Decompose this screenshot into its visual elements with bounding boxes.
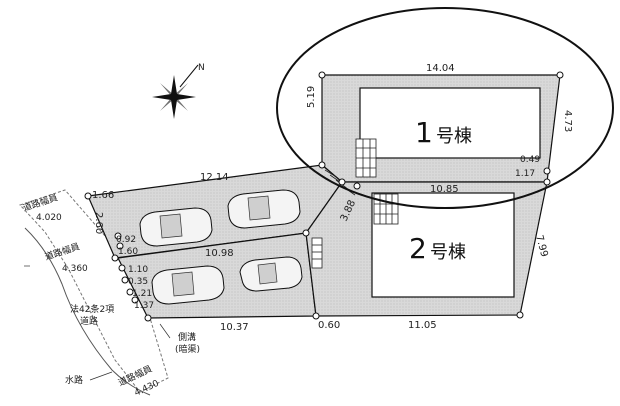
road-width-val-2: 4.360: [62, 264, 88, 274]
dim-upper-top: 12.14: [200, 172, 229, 183]
dim-upper-left-side: 2.60: [93, 212, 104, 234]
road-width-label-1: 道路幅員: [21, 191, 59, 214]
north-letter: N: [198, 63, 205, 73]
road-type-2: 道路: [80, 315, 98, 327]
dim-low-c: 1.21: [132, 289, 152, 299]
dim-b1-top: 14.04: [426, 63, 455, 74]
leader-lines: [24, 265, 171, 381]
entry-steps: [311, 237, 323, 269]
building1-footprint: [359, 87, 541, 159]
gutter-label-1: 側溝: [178, 331, 196, 343]
dim-b2-bottom: 11.05: [408, 320, 437, 331]
boundary-points: [84, 71, 564, 322]
building1-deck: [355, 138, 377, 178]
dim-mid-a: 0.92: [116, 235, 136, 245]
highlight-ellipse: [276, 7, 614, 209]
dim-lower-bottom: 10.37: [220, 322, 249, 333]
gutter-label-2: (暗渠): [175, 343, 200, 355]
road-strip: [19, 189, 169, 393]
dim-upper-left-top: 1.66: [92, 190, 114, 201]
building1-suffix: 号棟: [436, 126, 472, 147]
road-edge: [24, 227, 151, 396]
road-width-val-3: 4.430: [133, 379, 161, 399]
dim-low-b: 0.35: [128, 277, 148, 287]
dim-mid-b: 1.60: [118, 247, 138, 257]
dim-b1-small-a: 0.49: [520, 155, 540, 165]
car-3: [151, 265, 225, 305]
dim-b2-top: 10.85: [430, 184, 459, 195]
road-type-1: 法42条2項: [70, 303, 114, 315]
building2-suffix: 号棟: [430, 242, 466, 263]
dim-b1-small-b: 1.17: [515, 169, 535, 179]
building2-deck: [373, 193, 399, 225]
dim-low-a: 1.10: [128, 265, 148, 275]
compass-star-icon: [152, 64, 199, 119]
dim-center-bottom: 0.60: [318, 320, 340, 331]
car-2: [227, 189, 301, 229]
waterway-label: 水路: [65, 374, 83, 386]
dim-b1-left: 5.19: [306, 86, 317, 108]
building2-number: 2: [409, 232, 427, 265]
dim-b2-right: 7.99: [533, 234, 549, 258]
dim-mid-line: 10.98: [205, 248, 234, 259]
dim-b1-right: 4.73: [562, 110, 573, 132]
building1-number: 1: [415, 116, 433, 149]
road-width-val-1: 4.020: [36, 213, 62, 223]
car-1: [139, 207, 213, 247]
car-4: [239, 256, 303, 292]
dim-low-d: 1.37: [134, 301, 154, 311]
